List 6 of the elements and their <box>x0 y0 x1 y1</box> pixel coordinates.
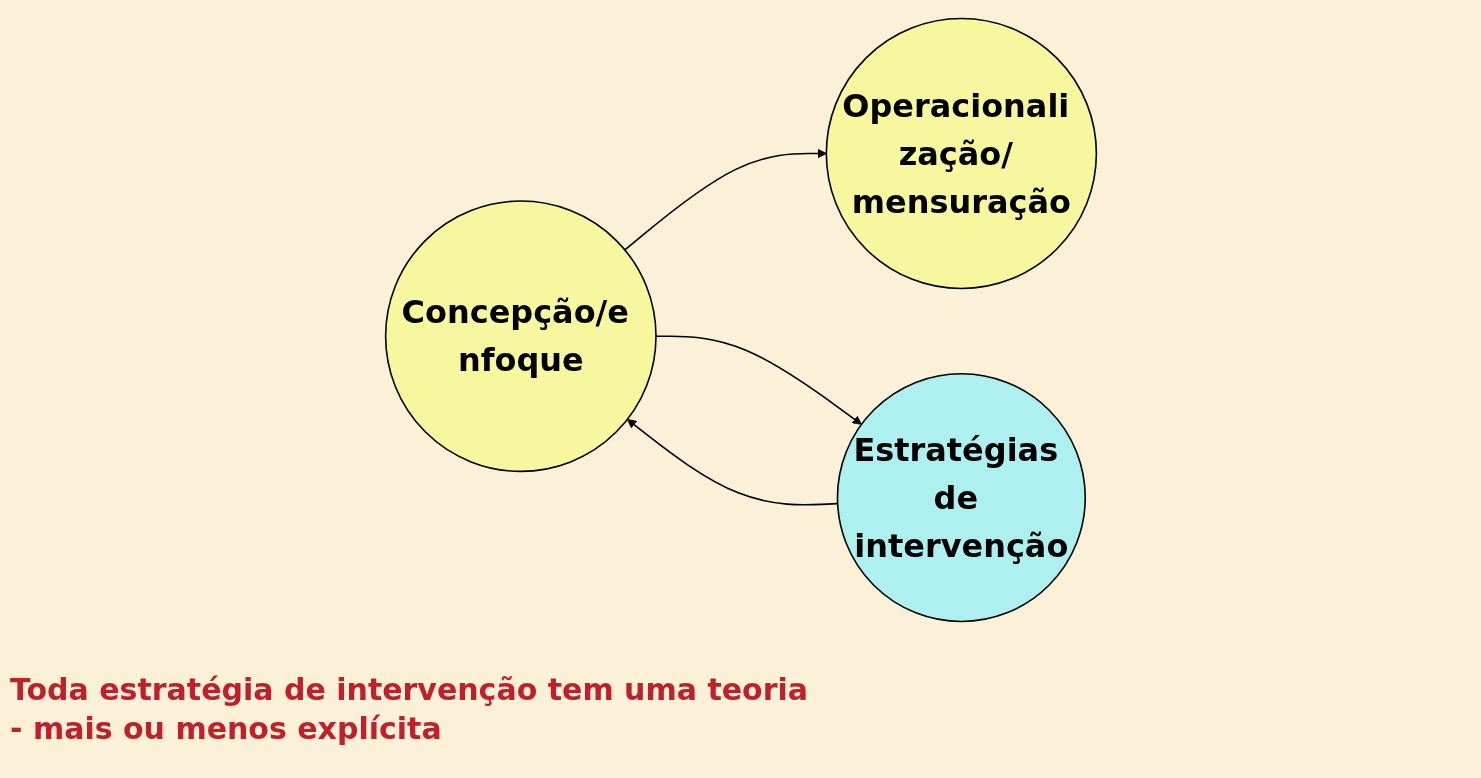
node-circle: Concepção/e nfoque <box>384 200 657 473</box>
arrow <box>623 148 827 251</box>
node-circle: Estratégias de intervenção <box>836 372 1086 623</box>
node-circle: Operacionali zação/ mensuração <box>825 17 1097 290</box>
note-text: Toda estratégia de intervenção tem uma teoria - mais ou menos explícita <box>10 671 810 748</box>
arrow <box>626 419 838 506</box>
